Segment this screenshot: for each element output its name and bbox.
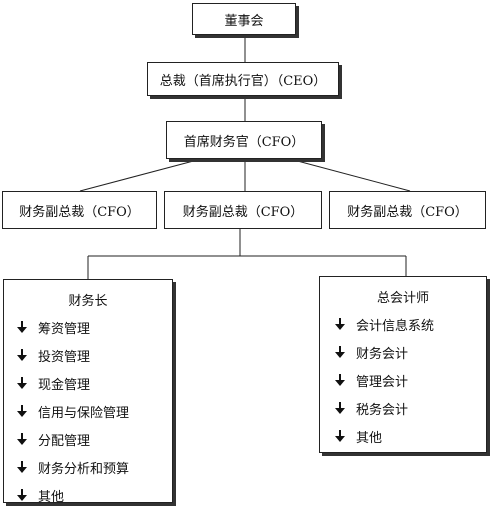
list-item-label: 筹资管理 <box>38 322 91 337</box>
vp-box-right: 财务副总裁（CFO） <box>329 191 486 229</box>
vp-label: 财务副总裁（CFO） <box>347 204 468 220</box>
treasurer-title: 财务长 <box>68 294 108 309</box>
arrow-down-bullet-icon <box>17 377 27 389</box>
list-item: 信用与保险管理 <box>16 402 129 421</box>
list-item-label: 其他 <box>38 490 65 505</box>
list-item-label: 现金管理 <box>38 378 91 393</box>
list-item-label: 其他 <box>356 431 383 446</box>
list-item: 投资管理 <box>16 346 90 365</box>
cfo-box: 首席财务官（CFO） <box>166 121 322 159</box>
board-box: 董事会 <box>192 3 296 35</box>
controller-panel: 总会计师 会计信息系统财务会计管理会计税务会计其他 <box>319 276 487 453</box>
vp-label: 财务副总裁（CFO） <box>182 204 304 220</box>
cfo-label: 首席财务官（CFO） <box>183 134 305 150</box>
list-item: 分配管理 <box>16 430 90 449</box>
ceo-box: 总裁（首席执行官）（CEO） <box>147 62 339 96</box>
vp-label: 财务副总裁（CFO） <box>19 204 140 220</box>
list-item: 会计信息系统 <box>334 315 434 334</box>
treasurer-panel: 财务长 筹资管理投资管理现金管理信用与保险管理分配管理财务分析和预算其他 <box>3 279 173 505</box>
list-item: 筹资管理 <box>16 318 90 337</box>
vp-box-center: 财务副总裁（CFO） <box>164 191 322 229</box>
arrow-down-bullet-icon <box>335 374 345 386</box>
list-item-label: 会计信息系统 <box>356 319 435 334</box>
list-item-label: 税务会计 <box>356 403 409 418</box>
list-item: 管理会计 <box>334 371 408 390</box>
list-item: 其他 <box>16 486 64 505</box>
list-item: 财务分析和预算 <box>16 458 129 477</box>
list-item-label: 投资管理 <box>38 350 91 365</box>
arrow-down-bullet-icon <box>17 349 27 361</box>
arrow-down-bullet-icon <box>17 321 27 333</box>
arrow-down-bullet-icon <box>17 461 27 473</box>
controller-title: 总会计师 <box>376 291 429 306</box>
list-item: 现金管理 <box>16 374 90 393</box>
vp-box-left: 财务副总裁（CFO） <box>2 191 157 229</box>
list-item-label: 分配管理 <box>38 434 91 449</box>
arrow-down-bullet-icon <box>17 405 27 417</box>
ceo-label: 总裁（首席执行官）（CEO） <box>159 73 327 89</box>
list-item: 税务会计 <box>334 399 408 418</box>
arrow-down-bullet-icon <box>335 346 345 358</box>
list-item-label: 财务会计 <box>356 347 409 362</box>
arrow-down-bullet-icon <box>335 402 345 414</box>
list-item: 财务会计 <box>334 343 408 362</box>
board-label: 董事会 <box>224 13 264 29</box>
arrow-down-bullet-icon <box>335 318 345 330</box>
list-item-label: 管理会计 <box>356 375 409 390</box>
arrow-down-bullet-icon <box>17 433 27 445</box>
arrow-down-bullet-icon <box>17 489 27 501</box>
list-item-label: 财务分析和预算 <box>38 462 130 477</box>
list-item: 其他 <box>334 427 382 446</box>
arrow-down-bullet-icon <box>335 430 345 442</box>
list-item-label: 信用与保险管理 <box>38 406 130 421</box>
